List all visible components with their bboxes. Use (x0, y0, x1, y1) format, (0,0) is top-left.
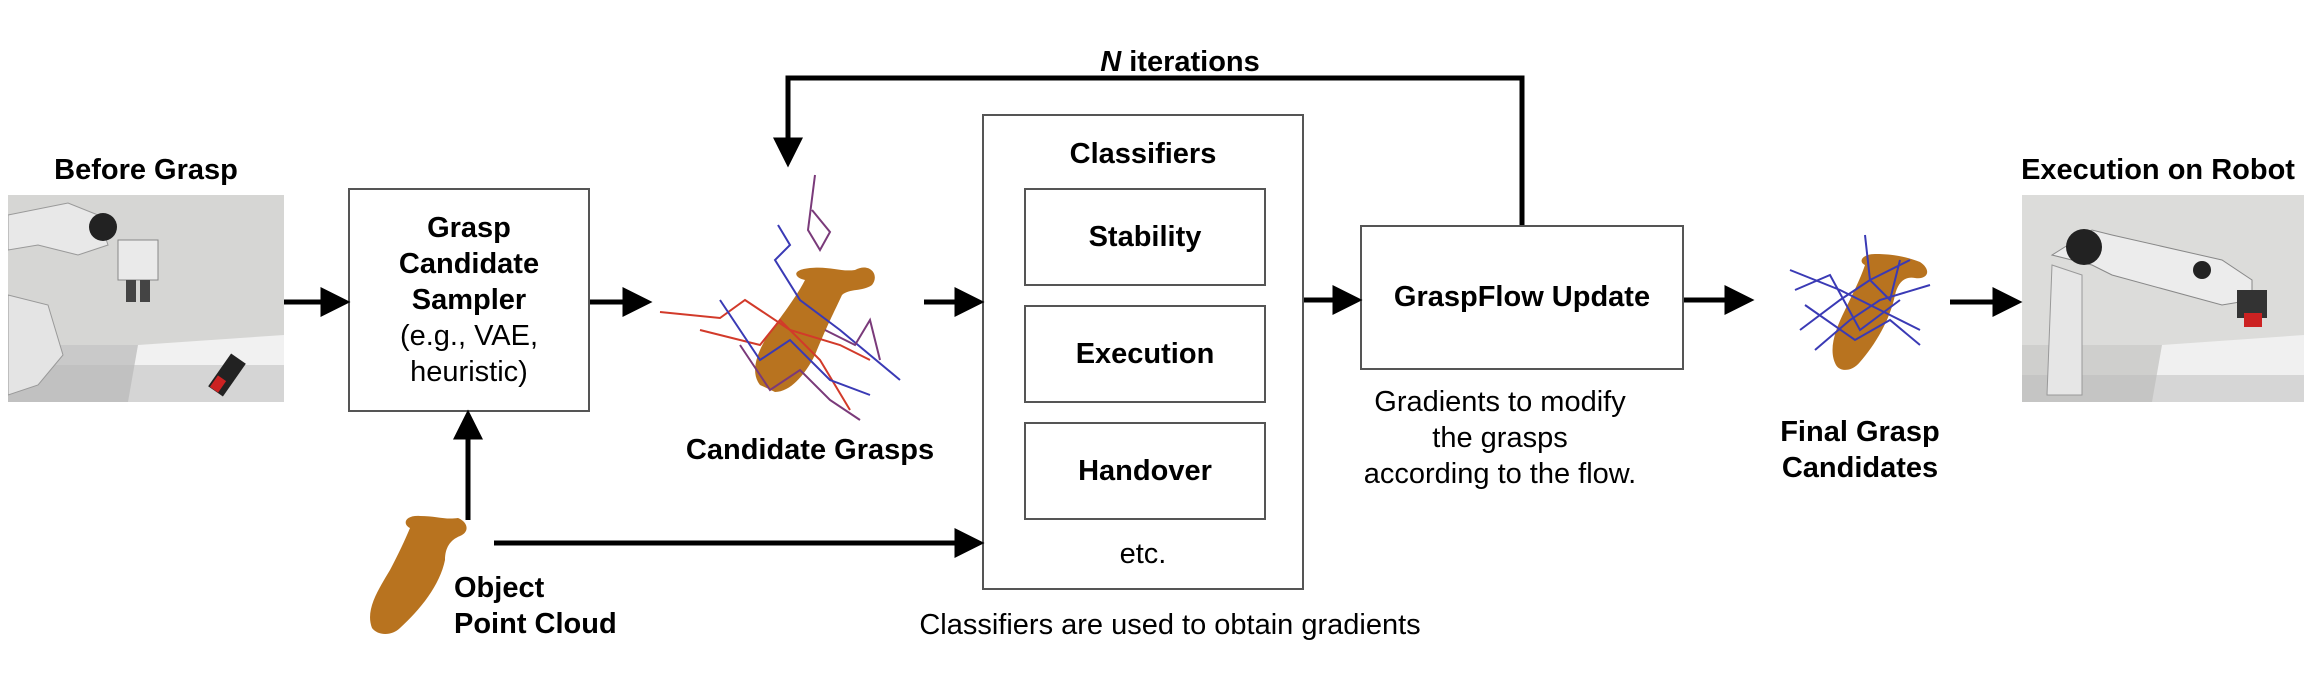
object-point-cloud-shape (370, 515, 467, 634)
candidate-object-point-cloud (755, 267, 875, 392)
classifiers-box: Classifiers Stability Execution Handover… (982, 114, 1304, 590)
candidate-grasps-label: Candidate Grasps (685, 434, 935, 466)
grasp-line-red-1 (659, 298, 871, 361)
gradients-caption-line-3: according to the flow. (1363, 458, 1637, 490)
final-grasp-candidates-label: Final Grasp Candidates (1760, 414, 1960, 486)
final-grasp-line-2: Candidates (1781, 452, 1939, 484)
grasp-line-purple-3 (824, 317, 881, 361)
object-point-cloud-line-2: Point Cloud (454, 608, 617, 640)
classifier-execution: Execution (1024, 305, 1266, 403)
arrow-n-iterations-loop (773, 75, 1525, 225)
object-point-cloud-label: Object Point Cloud (454, 570, 617, 642)
final-grasp-line-1 (1789, 269, 1921, 331)
execution-on-robot-photo (2022, 195, 2304, 402)
sampler-subtitle-line-2: heuristic) (410, 356, 528, 388)
final-grasp-line-1: Final Grasp (1780, 416, 1940, 448)
n-variable: N (1100, 46, 1122, 78)
sampler-title-line-3: Sampler (411, 284, 527, 316)
iterations-text: iterations (1121, 46, 1260, 78)
sampler-title-line-2: Candidate (398, 248, 540, 280)
before-grasp-photo (8, 195, 284, 402)
grasp-line-blue-2 (719, 299, 871, 396)
final-grasp-illustration (1789, 234, 1931, 370)
classifier-stability: Stability (1024, 188, 1266, 286)
classifier-handover: Handover (1024, 422, 1266, 520)
grasp-line-red-2 (699, 318, 851, 411)
sampler-title-line-1: Grasp (427, 212, 511, 244)
grasp-line-purple-2 (739, 344, 861, 421)
final-grasp-line-4 (1864, 234, 1901, 302)
execution-on-robot-label: Execution on Robot (2021, 154, 2295, 186)
classifiers-etc: etc. (1119, 538, 1167, 570)
graspflow-update-title: GraspFlow Update (1393, 281, 1651, 313)
grasp-line-purple-1 (806, 174, 832, 252)
final-grasp-line-5 (1804, 304, 1921, 346)
sampler-subtitle-line-1: (e.g., VAE, (399, 320, 539, 352)
before-grasp-label: Before Grasp (54, 154, 238, 186)
grasp-line-blue-1 (773, 224, 901, 381)
gradients-caption: Gradients to modify the grasps according… (1350, 384, 1650, 492)
graspflow-update-box: GraspFlow Update (1360, 225, 1684, 370)
classifiers-title: Classifiers (1069, 138, 1217, 170)
object-point-cloud-line-1: Object (454, 572, 545, 604)
final-grasp-line-3 (1814, 284, 1931, 351)
grasp-candidate-sampler-box: Grasp Candidate Sampler (e.g., VAE, heur… (348, 188, 590, 412)
final-object-point-cloud (1832, 254, 1928, 370)
n-iterations-label: N iterations (1030, 44, 1330, 80)
candidate-grasps-illustration (659, 174, 901, 421)
classifiers-caption: Classifiers are used to obtain gradients (919, 609, 1421, 641)
gradients-caption-line-1: Gradients to modify (1374, 386, 1626, 418)
gradients-caption-line-2: the grasps (1432, 422, 1568, 454)
final-grasp-line-6 (1794, 273, 1901, 332)
